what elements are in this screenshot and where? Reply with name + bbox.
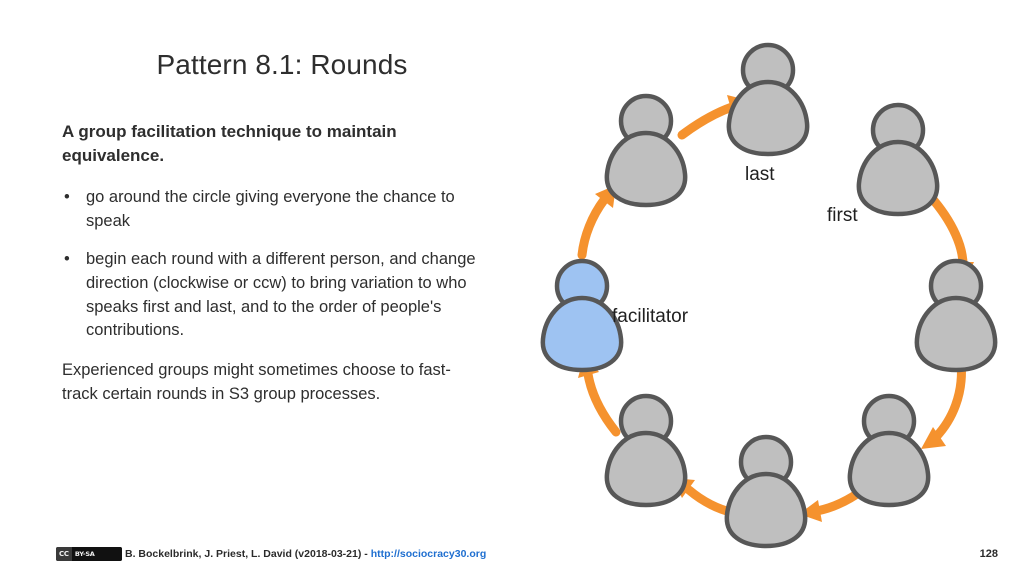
arrow-right-to-bottom-right bbox=[921, 357, 966, 449]
cc-badge-license-text: BY-SA bbox=[71, 547, 122, 561]
list-item-text: begin each round with a different person… bbox=[86, 249, 476, 340]
list-item: • begin each round with a different pers… bbox=[62, 248, 502, 344]
lead-statement: A group facilitation technique to mainta… bbox=[62, 121, 397, 165]
person-bottom-left[interactable] bbox=[607, 396, 685, 505]
person-right[interactable] bbox=[917, 261, 995, 370]
cc-badge-cc-text: CC bbox=[56, 547, 72, 561]
footer-left: CC BY-SA B. Bockelbrink, J. Priest, L. D… bbox=[56, 547, 486, 561]
footer: CC BY-SA B. Bockelbrink, J. Priest, L. D… bbox=[56, 544, 998, 564]
bullet-marker-icon: • bbox=[64, 187, 70, 206]
footer-credit: B. Bockelbrink, J. Priest, L. David (v20… bbox=[125, 548, 362, 560]
page-number: 128 bbox=[979, 548, 998, 560]
label-last: last bbox=[745, 164, 775, 185]
list-item: • go around the circle giving everyone t… bbox=[62, 186, 502, 234]
person-bottom[interactable] bbox=[727, 437, 805, 546]
rounds-diagram: last first facilitator bbox=[512, 0, 1024, 560]
person-facilitator[interactable] bbox=[543, 261, 621, 370]
page-title: Pattern 8.1: Rounds bbox=[156, 49, 408, 80]
creative-commons-badge-icon: CC BY-SA bbox=[56, 547, 122, 561]
bullet-list: • go around the circle giving everyone t… bbox=[62, 186, 502, 344]
people-group bbox=[543, 45, 995, 546]
person-bottom-right[interactable] bbox=[850, 396, 928, 505]
footer-separator: - bbox=[361, 548, 371, 560]
label-facilitator: facilitator bbox=[612, 306, 689, 327]
person-first[interactable] bbox=[859, 105, 937, 214]
label-first: first bbox=[827, 205, 858, 226]
person-top-last[interactable] bbox=[729, 45, 807, 154]
footer-link[interactable]: http://sociocracy30.org bbox=[370, 548, 487, 560]
content-column: Pattern 8.1: Rounds A group facilitation… bbox=[62, 48, 502, 407]
closing-paragraph: Experienced groups might sometimes choos… bbox=[62, 361, 451, 404]
person-upper-left[interactable] bbox=[607, 96, 685, 205]
arrow-facilitator-to-upper-left bbox=[577, 185, 616, 260]
bullet-marker-icon: • bbox=[64, 249, 70, 268]
list-item-text: go around the circle giving everyone the… bbox=[86, 187, 455, 230]
